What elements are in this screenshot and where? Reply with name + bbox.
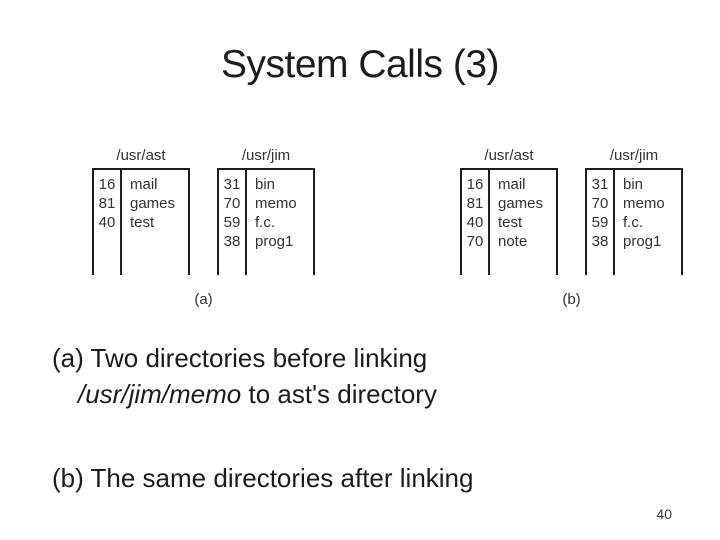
caption-a-rest: to ast's directory bbox=[241, 379, 437, 409]
directory-table-box: 16 81 40 mail games test bbox=[92, 168, 190, 275]
inode-column: 31 70 59 38 bbox=[217, 170, 247, 275]
filename-cell: f.c. bbox=[255, 214, 276, 231]
inode-cell: 16 bbox=[466, 176, 484, 193]
filename-cell: prog1 bbox=[255, 233, 294, 250]
filename-cell: games bbox=[130, 195, 176, 212]
inode-cell: 81 bbox=[466, 195, 484, 212]
filename-column: mail games test bbox=[122, 170, 190, 275]
filename-cell: note bbox=[498, 233, 528, 250]
inode-cell: 38 bbox=[223, 233, 241, 250]
filename-cell: prog1 bbox=[623, 233, 662, 250]
caption-b: (b) The same directories after linking bbox=[52, 463, 474, 493]
inode-cell: 70 bbox=[591, 195, 609, 212]
filename-column: mail games test note bbox=[490, 170, 558, 275]
filename-cell: bin bbox=[255, 176, 276, 193]
inode-cell: 40 bbox=[98, 214, 116, 231]
directory-table-box: 16 81 40 70 mail games test note bbox=[460, 168, 558, 275]
inode-cell: 31 bbox=[223, 176, 241, 193]
directory-path-label: /usr/jim bbox=[609, 147, 659, 164]
filename-cell: memo bbox=[623, 195, 665, 212]
filename-cell: games bbox=[498, 195, 544, 212]
directory-table-box: 31 70 59 38 bin memo f.c. prog1 bbox=[217, 168, 315, 275]
filename-cell: mail bbox=[498, 176, 526, 193]
filename-column: bin memo f.c. prog1 bbox=[247, 170, 315, 275]
page-number: 40 bbox=[656, 506, 672, 522]
inode-cell: 70 bbox=[466, 233, 484, 250]
inode-column: 16 81 40 bbox=[92, 170, 122, 275]
directory-path-label: /usr/ast bbox=[484, 147, 534, 164]
directory-table-box: 31 70 59 38 bin memo f.c. prog1 bbox=[585, 168, 683, 275]
directory-table-a-ast: /usr/ast 16 81 40 mail games test bbox=[92, 147, 190, 275]
filename-cell: mail bbox=[130, 176, 158, 193]
filename-cell: f.c. bbox=[623, 214, 644, 231]
caption-a-path: /usr/jim/memo bbox=[78, 379, 242, 409]
inode-column: 31 70 59 38 bbox=[585, 170, 615, 275]
directory-table-b-ast: /usr/ast 16 81 40 70 mail games test not… bbox=[460, 147, 558, 275]
caption-a-line1: (a) Two directories before linking bbox=[52, 343, 428, 373]
inode-cell: 59 bbox=[223, 214, 241, 231]
inode-cell: 40 bbox=[466, 214, 484, 231]
caption-a-line2: /usr/jim/memo to ast's directory bbox=[52, 376, 437, 412]
figure-label-b: (b) bbox=[562, 291, 581, 308]
inode-cell: 38 bbox=[591, 233, 609, 250]
page-title: System Calls (3) bbox=[220, 43, 500, 86]
filename-cell: bin bbox=[623, 176, 644, 193]
filename-cell: test bbox=[498, 214, 523, 231]
caption-a: (a) Two directories before linking /usr/… bbox=[52, 340, 437, 412]
inode-column: 16 81 40 70 bbox=[460, 170, 490, 275]
inode-cell: 16 bbox=[98, 176, 116, 193]
inode-cell: 31 bbox=[591, 176, 609, 193]
directory-path-label: /usr/jim bbox=[241, 147, 291, 164]
figure-label-a: (a) bbox=[194, 291, 213, 308]
filename-column: bin memo f.c. prog1 bbox=[615, 170, 683, 275]
inode-cell: 59 bbox=[591, 214, 609, 231]
filename-cell: test bbox=[130, 214, 155, 231]
inode-cell: 70 bbox=[223, 195, 241, 212]
filename-cell: memo bbox=[255, 195, 297, 212]
inode-cell: 81 bbox=[98, 195, 116, 212]
directory-table-a-jim: /usr/jim 31 70 59 38 bin memo f.c. prog1 bbox=[217, 147, 315, 275]
directory-table-b-jim: /usr/jim 31 70 59 38 bin memo f.c. prog1 bbox=[585, 147, 683, 275]
directory-path-label: /usr/ast bbox=[116, 147, 166, 164]
